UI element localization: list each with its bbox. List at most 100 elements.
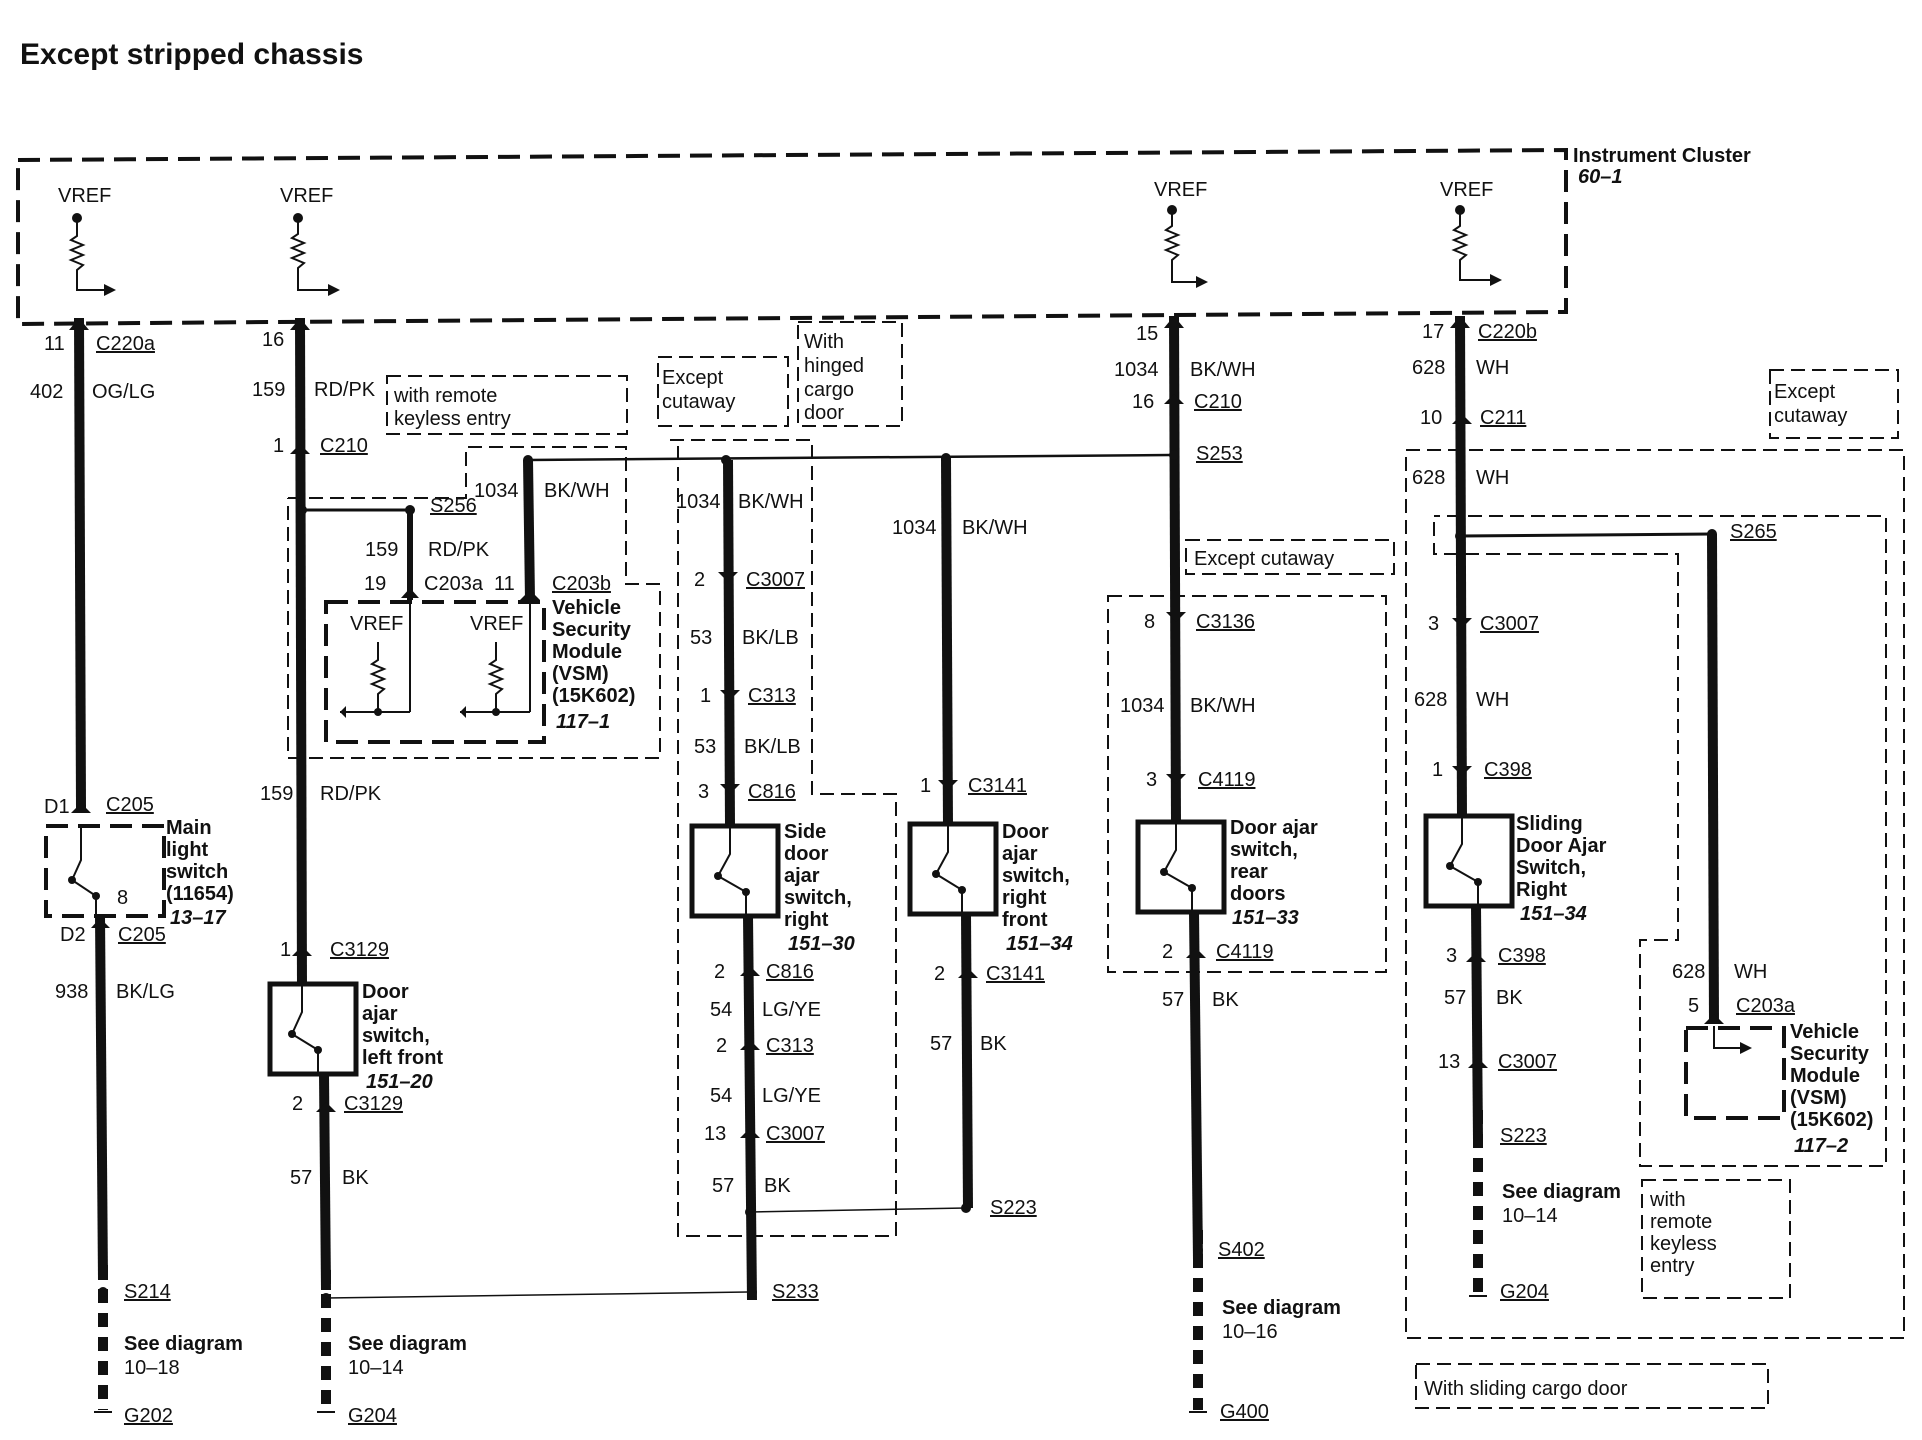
switch-name: right — [784, 909, 829, 931]
rke-region-border — [1433, 515, 1887, 1167]
circuit-number: 57 — [290, 1167, 312, 1189]
wire-color: BK/LB — [744, 736, 801, 758]
connector-c3141[interactable]: C3141 — [968, 775, 1027, 797]
connector-arrow-icon — [1186, 948, 1206, 958]
splice-s233[interactable]: S233 — [772, 1281, 819, 1303]
switch-ref: 151–33 — [1232, 907, 1299, 929]
splice-s256[interactable]: S256 — [430, 495, 477, 517]
connector-c313[interactable]: C313 — [748, 685, 796, 707]
instrument-cluster-label: Instrument Cluster — [1573, 145, 1751, 167]
circuit-number: 57 — [712, 1175, 734, 1197]
connector-c816[interactable]: C816 — [766, 961, 814, 983]
ground-g204[interactable]: G204 — [1500, 1281, 1549, 1303]
ground-g400[interactable]: G400 — [1220, 1401, 1269, 1423]
connector-arrow-icon — [1450, 316, 1470, 328]
connector-arrow-icon — [520, 590, 540, 600]
ground-flag-icon — [328, 284, 340, 296]
pin-number: 8 — [117, 887, 128, 909]
wire-color: BK/WH — [544, 480, 610, 502]
connector-c3129[interactable]: C3129 — [330, 939, 389, 961]
connector-c3129[interactable]: C3129 — [344, 1093, 403, 1115]
wire-color: RD/PK — [320, 783, 382, 805]
connector-c210[interactable]: C210 — [1194, 391, 1242, 413]
switch-contact-icon — [935, 824, 949, 875]
connector-c3007[interactable]: C3007 — [766, 1123, 825, 1145]
vref-label: VREF — [1440, 179, 1493, 201]
pin-number: 1 — [280, 939, 291, 961]
pin-number: 16 — [1132, 391, 1154, 413]
ground-g202[interactable]: G202 — [124, 1405, 173, 1427]
see-diagram-ref: 10–16 — [1222, 1321, 1278, 1343]
connector-c3007[interactable]: C3007 — [746, 569, 805, 591]
pin-number: 11 — [494, 573, 515, 595]
circuit-number: 53 — [694, 736, 716, 758]
pin-number: 19 — [364, 573, 386, 595]
circuit-number: 53 — [690, 627, 712, 649]
rke-region-border — [287, 446, 661, 759]
connector-arrow-icon — [938, 780, 958, 790]
pin-number: 11 — [44, 333, 65, 355]
connector-c3007[interactable]: C3007 — [1480, 613, 1539, 635]
connector-c398[interactable]: C398 — [1484, 759, 1532, 781]
circuit-number: 57 — [1444, 987, 1466, 1009]
connector-c210[interactable]: C210 — [320, 435, 368, 457]
ground-g204[interactable]: G204 — [348, 1405, 397, 1427]
wire-color: BK/LB — [742, 627, 799, 649]
module-name: Module — [1790, 1065, 1860, 1087]
vref-label: VREF — [280, 185, 333, 207]
pin-number: 2 — [694, 569, 705, 591]
switch-contact-icon — [291, 984, 303, 1035]
connector-c3141[interactable]: C3141 — [986, 963, 1045, 985]
splice-s214[interactable]: S214 — [124, 1281, 171, 1303]
wire-color: RD/PK — [314, 379, 376, 401]
instrument-cluster: Instrument Cluster 60–1 — [16, 145, 1751, 327]
wire-color: BK/LG — [116, 981, 175, 1003]
connector-arrow-icon — [958, 968, 978, 978]
pullup-resistor-icon — [1451, 210, 1496, 281]
connector-c3136[interactable]: C3136 — [1196, 611, 1255, 633]
connector-c220b[interactable]: C220b — [1478, 321, 1537, 343]
wire-color: BK — [342, 1167, 369, 1189]
connector-c4119[interactable]: C4119 — [1198, 769, 1255, 791]
splice-s265[interactable]: S265 — [1730, 521, 1777, 543]
connector-c205[interactable]: C205 — [106, 794, 154, 816]
connector-c211[interactable]: C211 — [1480, 407, 1526, 429]
pin-number: 16 — [262, 329, 284, 351]
connector-c816[interactable]: C816 — [748, 781, 796, 803]
see-diagram: See diagram — [124, 1333, 243, 1355]
switch-contact-icon — [71, 826, 82, 881]
circuit-number: 938 — [55, 981, 88, 1003]
note-text: remote — [1650, 1211, 1712, 1233]
connector-c203a[interactable]: C203a — [1736, 995, 1796, 1017]
circuit-number: 1034 — [474, 480, 519, 502]
connector-c205[interactable]: C205 — [118, 924, 166, 946]
splice-s253[interactable]: S253 — [1196, 443, 1243, 465]
splice-node — [1169, 450, 1179, 460]
connector-c220a[interactable]: C220a — [96, 333, 156, 355]
module-ref: 117–1 — [556, 711, 610, 733]
splice-s402[interactable]: S402 — [1218, 1239, 1265, 1261]
connector-c313[interactable]: C313 — [766, 1035, 814, 1057]
connector-c3007[interactable]: C3007 — [1498, 1051, 1557, 1073]
switch-name: front — [1002, 909, 1048, 931]
pin-number: 17 — [1422, 321, 1444, 343]
connector-arrow-icon — [718, 572, 738, 582]
note-box — [386, 375, 628, 435]
circuit-number: 57 — [1162, 989, 1184, 1011]
switch-name: ajar — [784, 865, 820, 887]
wire-color: RD/PK — [428, 539, 490, 561]
pullup-resistor-icon — [289, 218, 334, 291]
connector-c4119[interactable]: C4119 — [1216, 941, 1273, 963]
connector-c398[interactable]: C398 — [1498, 945, 1546, 967]
note-text: cutaway — [1774, 405, 1847, 427]
switch-name: rear — [1230, 861, 1268, 883]
splice-s223[interactable]: S223 — [1500, 1125, 1547, 1147]
switch-name: Right — [1516, 879, 1567, 901]
splice-s223[interactable]: S223 — [990, 1197, 1037, 1219]
note-box — [1415, 1363, 1769, 1409]
circuit-number: 54 — [710, 1085, 732, 1107]
note-text: keyless — [1650, 1233, 1717, 1255]
switch-ref: 151–34 — [1520, 903, 1587, 925]
wire-color: LG/YE — [762, 1085, 821, 1107]
connector-c203b[interactable]: C203b — [552, 573, 611, 595]
